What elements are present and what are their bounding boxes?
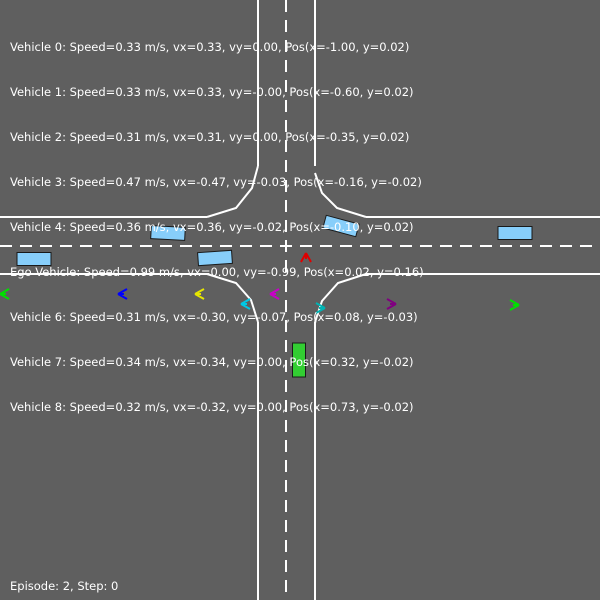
corner-curb-southwest — [206, 273, 259, 323]
vehicle-3-car — [322, 214, 360, 238]
corner-curb-northeast — [314, 172, 367, 218]
ego-vehicle-info: Ego Vehicle: Speed=0.99 m/s, vx=0.00, vy… — [10, 265, 424, 279]
waypoint-arrow-6 — [315, 302, 326, 314]
waypoint-marker-5 — [300, 252, 312, 263]
vehicle-3-car-body — [322, 214, 360, 238]
vehicle-2-info: Vehicle 2: Speed=0.31 m/s, vx=0.31, vy=0… — [10, 130, 410, 144]
waypoint-arrow-8 — [509, 299, 520, 311]
waypoint-marker-1 — [117, 288, 128, 300]
waypoint-arrow-3 — [240, 298, 251, 310]
waypoint-marker-7 — [386, 298, 397, 310]
waypoint-marker-3 — [240, 298, 251, 310]
waypoint-arrow-2 — [194, 288, 205, 300]
vehicle-4-car — [197, 249, 233, 267]
vehicle-0-info: Vehicle 0: Speed=0.33 m/s, vx=0.33, vy=0… — [10, 40, 410, 54]
vehicle-8-info: Vehicle 8: Speed=0.32 m/s, vx=-0.32, vy=… — [10, 400, 414, 414]
waypoint-marker-8 — [509, 299, 520, 311]
vehicle-8-car-body — [497, 226, 533, 240]
vehicle-4-info: Vehicle 4: Speed=0.36 m/s, vx=0.36, vy=-… — [10, 220, 414, 234]
waypoint-arrow-0 — [0, 288, 10, 300]
vehicle-4-car-body — [197, 249, 233, 267]
vehicle-info-panel: Vehicle 0: Speed=0.33 m/s, vx=0.33, vy=0… — [10, 10, 424, 445]
vehicle-1-car — [150, 225, 186, 241]
episode-step-label: Episode: 2, Step: 0 — [10, 579, 119, 593]
vehicle-1-car-body — [150, 225, 186, 241]
vehicles-layer — [16, 214, 533, 378]
waypoint-arrow-7 — [386, 298, 397, 310]
waypoint-arrow-1 — [117, 288, 128, 300]
waypoint-arrow-5 — [300, 252, 312, 263]
vehicle-6-info: Vehicle 6: Speed=0.31 m/s, vx=-0.30, vy=… — [10, 310, 418, 324]
waypoint-marker-2 — [194, 288, 205, 300]
vehicle-1-info: Vehicle 1: Speed=0.33 m/s, vx=0.33, vy=-… — [10, 85, 414, 99]
vehicle-8-car — [497, 226, 533, 240]
vehicle-0-car — [16, 252, 52, 266]
vehicle-3-info: Vehicle 3: Speed=0.47 m/s, vx=-0.47, vy=… — [10, 175, 422, 189]
vehicle-0-car-body — [16, 252, 52, 266]
waypoint-marker-6 — [315, 302, 326, 314]
waypoint-marker-4 — [269, 288, 280, 300]
vehicle-7-info: Vehicle 7: Speed=0.34 m/s, vx=-0.34, vy=… — [10, 355, 414, 369]
waypoint-arrow-4 — [269, 288, 280, 300]
corner-curb-northwest — [206, 165, 259, 218]
ego-vehicle-car-body — [292, 342, 306, 378]
waypoint-marker-0 — [0, 288, 10, 300]
waypoint-markers — [0, 252, 520, 314]
ego-vehicle-car — [292, 342, 306, 378]
